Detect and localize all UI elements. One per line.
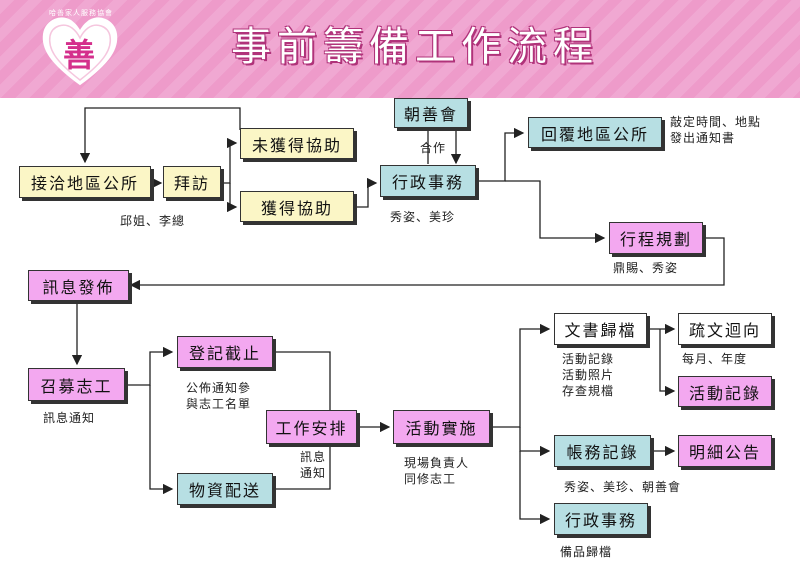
arrow-to-dengji: [126, 346, 174, 386]
note-wenshu: 活動記錄 活動照片 存查規檔: [562, 352, 615, 398]
logo-character: 善: [62, 36, 95, 74]
note-gongbu: 公佈通知參 與志工名單: [186, 381, 252, 411]
arrow-to-xunxi: [129, 237, 725, 291]
arrow-to-huifu: [477, 127, 525, 182]
arrow-to-xingzheng2: [519, 451, 551, 525]
note-xianchang: 現場負責人 同修志工: [404, 456, 470, 486]
arrow-to-wuzi: [149, 385, 174, 495]
line-dengji-gongzuo: [274, 351, 331, 410]
box-shuwen: 疏文迴向: [678, 313, 772, 345]
box-dengji: 登記截止: [177, 336, 273, 368]
arrow-to-weihuode: [222, 137, 238, 184]
box-weihuode: 未獲得協助: [240, 128, 354, 159]
note-xunxi-tongzhi: 訊息通知: [43, 411, 96, 425]
box-wuzi: 物資配送: [177, 473, 273, 505]
note-meiyue: 每月、年度: [682, 352, 748, 366]
box-zhaomu: 召募志工: [28, 368, 125, 401]
box-huodong: 活動實施: [393, 410, 490, 444]
note-ding-xiu: 鼎賜、秀姿: [613, 261, 679, 275]
box-huifu: 回覆地區公所: [528, 117, 662, 148]
arrow-to-huode: [226, 183, 238, 213]
note-huifu: 敲定時間、地點 發出通知書: [670, 115, 762, 145]
note-beipin: 備品歸檔: [560, 545, 613, 559]
arrow-loop-back: [79, 107, 241, 164]
box-zhaoshan: 朝善會: [394, 98, 468, 128]
box-baifang: 拜訪: [163, 166, 221, 198]
arrow-to-zhangwu: [519, 427, 551, 457]
note-xunxi-tongzhi-2: 訊息 通知: [300, 450, 327, 480]
heart-logo-icon: [42, 17, 118, 86]
note-xiu-mei-1: 秀姿、美珍: [390, 210, 456, 224]
box-huodong-jilu: 活動記錄: [678, 376, 772, 407]
arrow-to-huodongjilu: [659, 329, 676, 397]
note-qiu-li: 邱姐、李總: [120, 214, 186, 228]
arrow-to-xingcheng: [505, 180, 606, 244]
note-hezuo: 合作: [420, 141, 447, 155]
box-zhangwu: 帳務記錄: [554, 435, 651, 467]
box-huode: 獲得協助: [240, 191, 354, 222]
box-xingzheng-2: 行政事務: [554, 503, 648, 535]
box-wenshu: 文書歸檔: [554, 313, 647, 345]
logo-text: 哈善家人服務協會: [49, 9, 113, 17]
note-zhangwu: 秀姿、美珍、朝善會: [564, 480, 682, 494]
arrow-huode-xingzheng: [355, 177, 378, 208]
line-wuzi-gongzuo: [274, 445, 331, 490]
arrow-to-wenshu: [490, 323, 551, 428]
box-xunxi: 訊息發佈: [28, 270, 129, 301]
header-banner: 哈善家人服務協會 善 事前籌備工作流程: [0, 0, 800, 98]
box-gongzuo: 工作安排: [266, 410, 357, 444]
box-mingxi: 明細公告: [678, 435, 772, 467]
box-xingcheng: 行程規劃: [609, 222, 703, 254]
box-jieqia: 接洽地區公所: [19, 166, 151, 198]
box-xingzheng-1: 行政事務: [380, 165, 476, 197]
page-title: 事前籌備工作流程: [231, 24, 599, 70]
